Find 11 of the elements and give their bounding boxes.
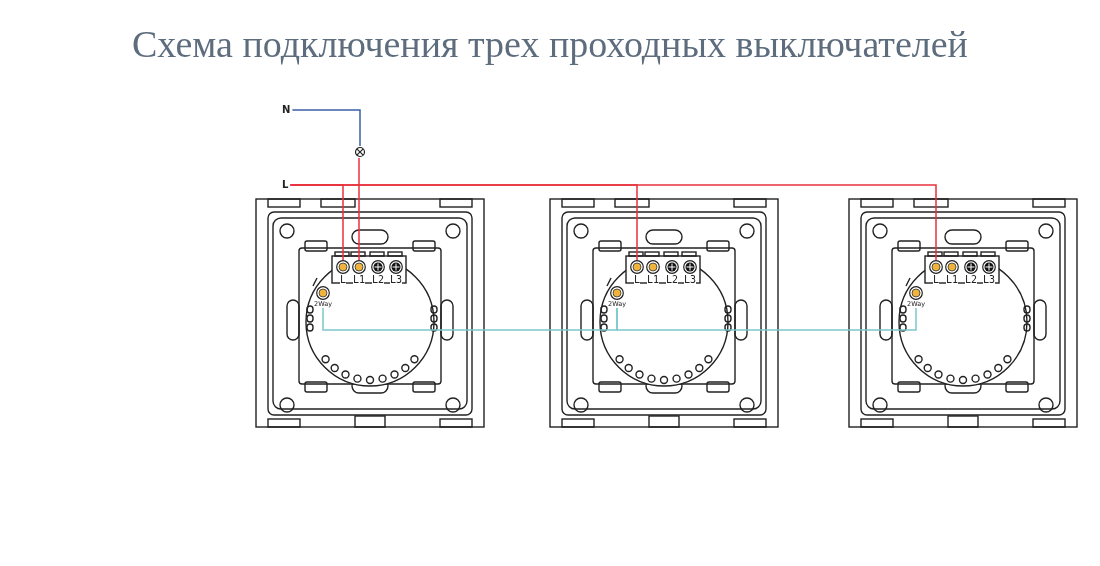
wire <box>291 109 361 147</box>
wire <box>289 184 937 261</box>
wire <box>322 307 618 331</box>
wire-label: N <box>282 104 291 116</box>
wire <box>616 307 917 331</box>
diagram-title: Схема подключения трех проходных выключателей <box>131 22 969 66</box>
wire-label: L <box>282 179 289 191</box>
terminal-label: L <box>340 274 346 286</box>
terminal-label: L <box>933 274 939 286</box>
terminal-label: L <box>634 274 640 286</box>
wire <box>358 157 360 261</box>
